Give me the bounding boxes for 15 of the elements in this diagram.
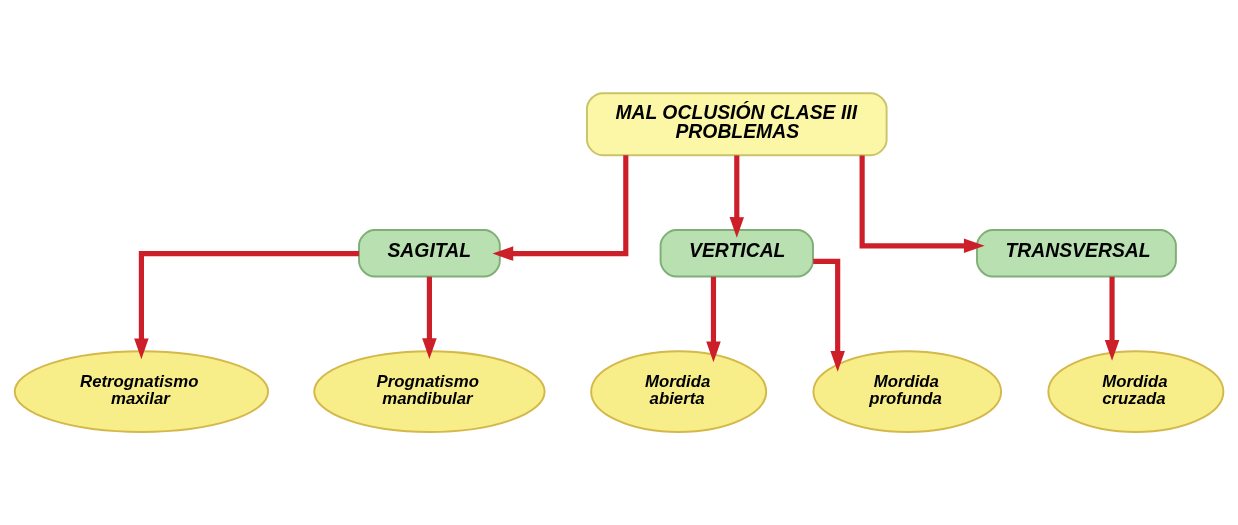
arrow (492, 155, 629, 261)
arrow (859, 155, 985, 254)
arrow (729, 155, 745, 238)
node-ellipse: Mordida cruzada (1047, 350, 1225, 433)
node-box: SAGITAL (358, 229, 501, 278)
arrow (706, 276, 721, 363)
arrow (1104, 276, 1120, 361)
node-ellipse: Mordida abierta (590, 350, 768, 433)
arrow (134, 251, 359, 360)
node-ellipse: Prognatismo mandibular (313, 350, 546, 433)
node-ellipse: Retrognatismo maxilar (13, 350, 270, 433)
node-box: MAL OCLUSIÓN CLASE III PROBLEMAS (586, 92, 888, 157)
node-box: VERTICAL (659, 229, 814, 278)
node-box: TRANSVERSAL (976, 229, 1177, 278)
arrow (422, 276, 437, 360)
